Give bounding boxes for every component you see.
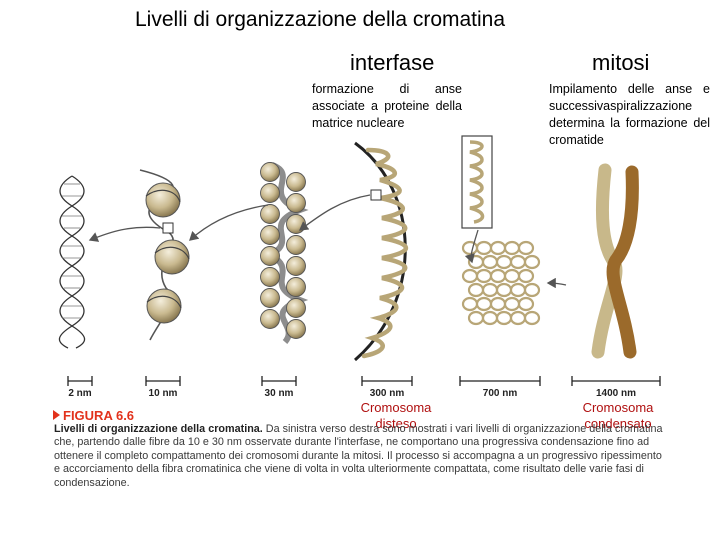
chromatin-coil [495, 310, 513, 326]
nucleosome [260, 246, 280, 266]
caption-title: Livelli di organizzazione della cromatin… [54, 423, 263, 435]
chromatin-coil [517, 268, 535, 284]
nucleosome [260, 204, 280, 224]
chromatin-coil [495, 282, 513, 298]
nucleosome-fiber-10nm [139, 169, 190, 341]
extended-chromosome-label: Cromosoma disteso [346, 400, 446, 432]
chromatin-coil [495, 254, 513, 270]
mitosis-heading: mitosi [592, 50, 650, 75]
chromatin-coil [475, 240, 493, 256]
chromatin-coil [481, 310, 499, 326]
chromatin-coil [489, 296, 507, 312]
chromatin-coil [503, 240, 521, 256]
chromatin-coil [523, 282, 541, 298]
nucleosome [286, 214, 306, 234]
extended-chromosome-label-line1: Cromosoma [360, 400, 432, 415]
chromatin-coil [461, 268, 479, 284]
nucleosome [260, 183, 280, 203]
condensed-coils-700nm [461, 240, 541, 326]
triangle-icon [53, 410, 60, 420]
chromatin-coil [461, 240, 479, 256]
progression-arrows [88, 194, 567, 289]
nucleosome [286, 235, 306, 255]
chromatin-coil [509, 254, 527, 270]
chromatin-coil [489, 240, 507, 256]
figure-tag: FIGURA 6.6 [53, 408, 134, 423]
extended-chromosome-label-line2: disteso [375, 416, 417, 431]
chromatin-coil [489, 268, 507, 284]
chromatin-coil [523, 310, 541, 326]
scale-bar-label: 700 nm [483, 388, 518, 399]
nucleosome [286, 172, 306, 192]
interphase-description: formazione di anse associate a proteine … [312, 82, 462, 130]
chromatin-coil [517, 240, 535, 256]
nucleosome [286, 277, 306, 297]
loop-detail-box [461, 135, 493, 229]
chromatin-coil [517, 296, 535, 312]
nucleosome [286, 319, 306, 339]
chromatin-coil [509, 310, 527, 326]
chromatin-coil [475, 296, 493, 312]
chromatin-coil [523, 254, 541, 270]
nucleosome [260, 288, 280, 308]
scale-bar-label: 30 nm [265, 388, 294, 399]
chromatin-coil [475, 268, 493, 284]
chromatin-coil [481, 282, 499, 298]
figure-caption: Livelli di organizzazione della cromatin… [54, 423, 668, 490]
solenoid-fiber-30nm [260, 162, 309, 344]
nucleosome [286, 256, 306, 276]
nucleosome [286, 298, 306, 318]
page-title: Livelli di organizzazione della cromatin… [135, 8, 506, 31]
condensed-chromosome-label-line2: condensato [584, 416, 652, 431]
metaphase-chromosome [591, 163, 639, 359]
condensed-chromosome-label-line1: Cromosoma [582, 400, 654, 415]
chromatin-coil [467, 282, 485, 298]
caption-body: Da sinistra verso destra sono mostrati i… [54, 423, 663, 489]
nucleosome [260, 225, 280, 245]
scale-bars: 2 nm 10 nm 30 nm 300 nm 700 nm 1400 nm [67, 376, 661, 399]
chromatin-coil [503, 296, 521, 312]
chromatin-coil [481, 254, 499, 270]
nucleosome [260, 267, 280, 287]
scale-bar-label: 300 nm [370, 388, 405, 399]
nucleosome [260, 309, 280, 329]
nucleosome [260, 162, 280, 182]
loop-domain-300nm [354, 141, 408, 362]
chromatin-coil [503, 268, 521, 284]
scale-bar-label: 1400 nm [596, 388, 636, 399]
chromatin-coil [467, 310, 485, 326]
scale-bar-label: 10 nm [149, 388, 178, 399]
scale-bar-label: 2 nm [68, 388, 91, 399]
nucleosome [286, 193, 306, 213]
chromatin-coil [509, 282, 527, 298]
dna-helix [58, 175, 86, 349]
figure-tag-text: FIGURA 6.6 [63, 408, 135, 423]
condensed-chromosome-label: Cromosoma condensato [568, 400, 668, 432]
interphase-heading: interfase [350, 50, 435, 75]
chromatin-coil [461, 296, 479, 312]
mitosis-description: Impilamento delle anse e successivaspira… [549, 82, 710, 147]
